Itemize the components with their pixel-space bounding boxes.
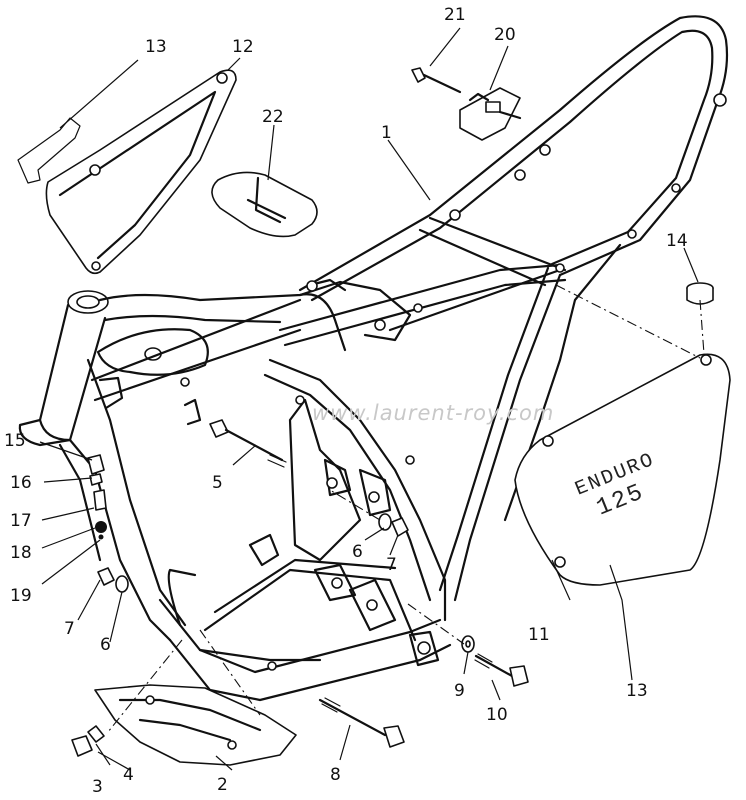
callout-13a: 13 bbox=[145, 37, 167, 57]
nut-7-right bbox=[391, 517, 409, 537]
nut-7-left bbox=[97, 567, 115, 586]
bolt-5 bbox=[209, 419, 287, 468]
callout-20: 20 bbox=[494, 25, 516, 45]
callout-17: 17 bbox=[10, 511, 32, 531]
callout-18: 18 bbox=[10, 543, 32, 563]
bolt-8 bbox=[318, 697, 405, 748]
side-cover-left bbox=[45, 69, 237, 275]
skid-plate bbox=[94, 684, 297, 766]
callout-11: 11 bbox=[528, 625, 550, 645]
callout-7b: 7 bbox=[64, 619, 75, 639]
callout-9: 9 bbox=[454, 681, 465, 701]
callout-19: 19 bbox=[10, 586, 32, 606]
callout-1: 1 bbox=[381, 123, 392, 143]
callout-22: 22 bbox=[262, 107, 284, 127]
callout-8: 8 bbox=[330, 765, 341, 785]
decal bbox=[17, 117, 81, 184]
washer-6-right bbox=[378, 513, 392, 531]
callout-6a: 6 bbox=[352, 542, 363, 562]
leader-lines bbox=[39, 27, 705, 771]
callout-4: 4 bbox=[123, 765, 134, 785]
callout-13b: 13 bbox=[626, 681, 648, 701]
watermark: www.laurent-roy.com bbox=[312, 401, 554, 425]
callout-5: 5 bbox=[212, 473, 223, 493]
callout-21: 21 bbox=[444, 5, 466, 25]
callout-10: 10 bbox=[486, 705, 508, 725]
callout-6b: 6 bbox=[100, 635, 111, 655]
collar-17 bbox=[93, 489, 107, 511]
main-frame bbox=[18, 15, 729, 702]
callout-7a: 7 bbox=[386, 555, 397, 575]
callouts: 1 2 3 4 5 6 6 7 7 8 9 10 11 12 13 13 14 … bbox=[4, 5, 688, 797]
grommet-14 bbox=[686, 282, 714, 305]
washer-6-left bbox=[115, 575, 129, 593]
callout-3: 3 bbox=[92, 777, 103, 797]
washer-4 bbox=[87, 725, 105, 743]
bolt-10 bbox=[474, 653, 529, 687]
seat-bracket bbox=[459, 87, 522, 141]
nut-3 bbox=[71, 735, 93, 757]
tool-bag bbox=[211, 171, 318, 238]
washer-9 bbox=[461, 635, 475, 653]
nut-18 bbox=[95, 521, 107, 533]
callout-14: 14 bbox=[666, 231, 688, 251]
callout-2: 2 bbox=[217, 775, 228, 795]
callout-15: 15 bbox=[4, 431, 26, 451]
washer-19 bbox=[98, 534, 104, 540]
side-cover-right: ENDURO 125 bbox=[514, 353, 731, 586]
callout-12: 12 bbox=[232, 37, 254, 57]
bolt-21 bbox=[411, 67, 462, 94]
callout-16: 16 bbox=[10, 473, 32, 493]
